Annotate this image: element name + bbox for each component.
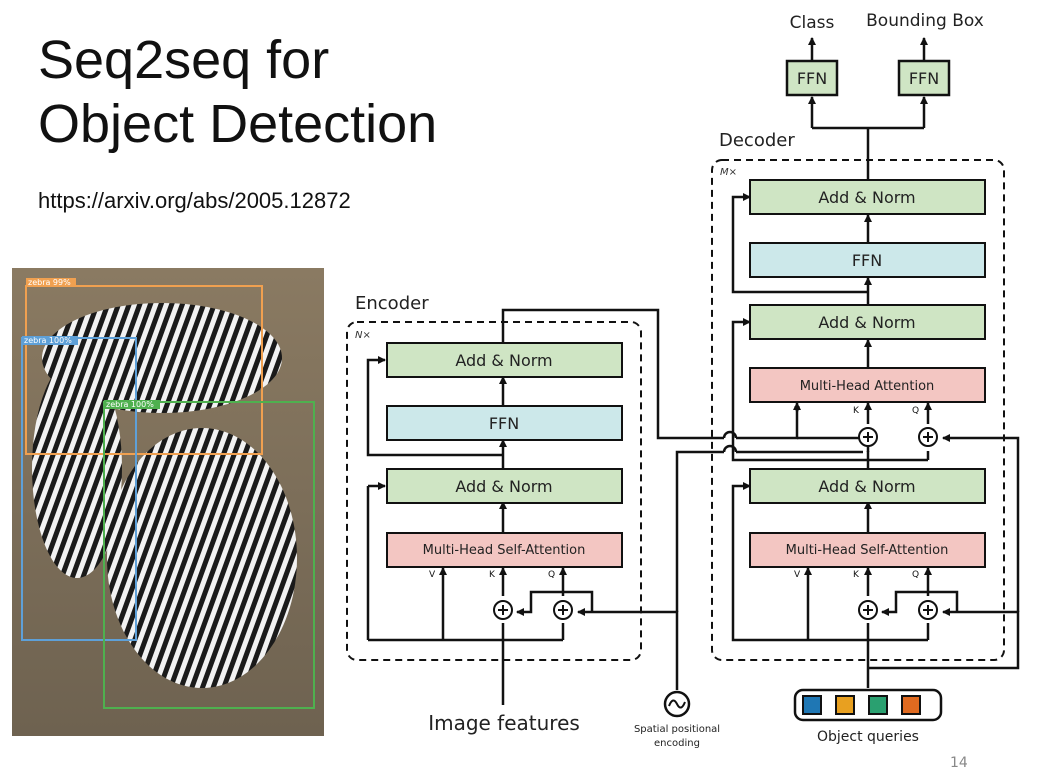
object-query-squares xyxy=(802,695,921,715)
bbox-ffn-label: FFN xyxy=(909,69,939,88)
encoder-q-label: Q xyxy=(548,570,555,580)
decoder-cross-k-label: K xyxy=(853,406,860,416)
encoder-add-norm-bottom xyxy=(386,468,623,504)
class-ffn xyxy=(785,59,839,97)
detection-label-2: zebra 100% xyxy=(24,336,72,345)
decoder-block xyxy=(711,159,1005,661)
detection-label-bg xyxy=(104,400,160,409)
detection-label-bg xyxy=(26,278,76,287)
encoder-title: Encoder xyxy=(355,293,429,314)
object-query-square xyxy=(802,695,822,715)
positional-encoding-label-1: Spatial positional xyxy=(634,724,720,735)
decoder-add-norm-2 xyxy=(749,304,986,340)
object-query-square xyxy=(835,695,855,715)
class-ffn-label: FFN xyxy=(797,69,827,88)
decoder-ffn-label: FFN xyxy=(852,251,882,270)
detection-box-2 xyxy=(21,337,137,641)
encoder-repeat: N× xyxy=(355,330,371,341)
encoder-add-norm-top-label: Add & Norm xyxy=(455,351,552,370)
title-line-1: Seq2seq for xyxy=(38,30,330,90)
decoder-cross-attention-label: Multi-Head Attention xyxy=(800,379,935,394)
encoder-self-attention xyxy=(386,532,623,568)
encoder-k-label: K xyxy=(489,570,496,580)
decoder-cross-q-label: Q xyxy=(912,406,919,416)
decoder-ffn xyxy=(749,242,986,278)
detection-box-1 xyxy=(25,285,263,455)
decoder-cross-v-label: V xyxy=(794,406,801,416)
decoder-add-norm-1-label: Add & Norm xyxy=(818,188,915,207)
decoder-self-attention xyxy=(749,532,986,568)
decoder-v-label: V xyxy=(794,570,801,580)
encoder-add-norm-top xyxy=(386,342,623,378)
encoder-self-attention-label: Multi-Head Self-Attention xyxy=(423,543,586,558)
class-label: Class xyxy=(790,13,835,33)
decoder-repeat: M× xyxy=(720,167,737,178)
decoder-add-norm-1 xyxy=(749,179,986,215)
sine-wave-icon xyxy=(668,699,686,709)
decoder-title: Decoder xyxy=(719,130,795,151)
decoder-k-label: K xyxy=(853,570,860,580)
zebra-detection-photo: zebra 99% zebra 100% zebra 100% xyxy=(12,268,324,736)
slide-number: 14 xyxy=(950,755,968,771)
decoder-cross-attention xyxy=(749,367,986,403)
decoder-self-attention-label: Multi-Head Self-Attention xyxy=(786,543,949,558)
positional-encoding-label-2: encoding xyxy=(654,738,700,749)
title-line-2: Object Detection xyxy=(38,94,438,154)
object-query-square xyxy=(901,695,921,715)
detection-box-3 xyxy=(103,401,315,709)
encoder-v-label: V xyxy=(429,570,436,580)
detection-label-1: zebra 99% xyxy=(28,278,71,287)
detection-label-3: zebra 100% xyxy=(106,400,154,409)
detection-label-bg xyxy=(22,336,78,345)
slide-title: Seq2seq for Object Detection xyxy=(38,28,437,156)
decoder-add-norm-3-label: Add & Norm xyxy=(818,477,915,496)
image-features-label: Image features xyxy=(428,711,580,735)
decoder-add-norm-3 xyxy=(749,468,986,504)
bbox-label: Bounding Box xyxy=(866,11,984,31)
encoder-add-norm-bottom-label: Add & Norm xyxy=(455,477,552,496)
bbox-ffn xyxy=(897,59,951,97)
zebra-shape xyxy=(107,428,297,688)
encoder-block xyxy=(346,321,642,661)
decoder-add-norm-2-label: Add & Norm xyxy=(818,313,915,332)
encoder-ffn xyxy=(386,405,623,441)
zebra-shape xyxy=(32,358,122,578)
object-queries-label: Object queries xyxy=(817,729,919,745)
paper-url[interactable]: https://arxiv.org/abs/2005.12872 xyxy=(38,188,351,213)
encoder-ffn-label: FFN xyxy=(489,414,519,433)
object-query-square xyxy=(868,695,888,715)
decoder-q-label: Q xyxy=(912,570,919,580)
